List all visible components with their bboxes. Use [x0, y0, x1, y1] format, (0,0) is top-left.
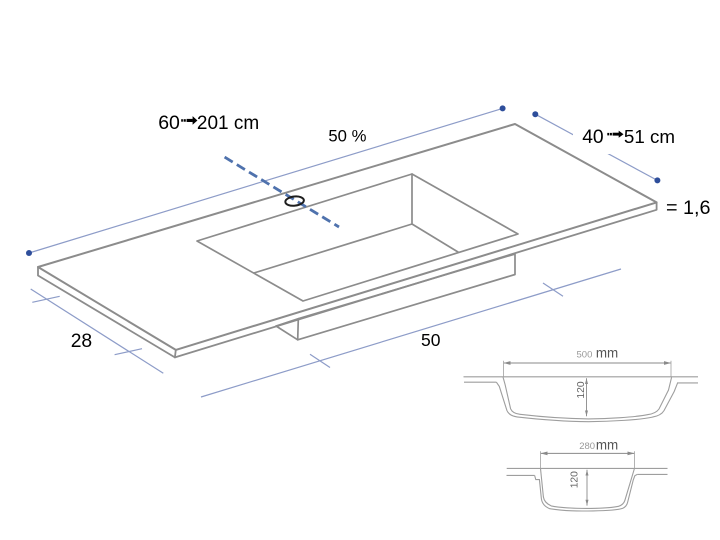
svg-text:60: 60 [158, 112, 180, 134]
svg-text:50: 50 [421, 330, 441, 350]
svg-text:280: 280 [579, 441, 595, 452]
svg-text:201 cm: 201 cm [197, 113, 259, 134]
svg-text:28: 28 [71, 331, 92, 352]
svg-text:120: 120 [570, 471, 581, 488]
svg-text:mm: mm [596, 438, 618, 453]
svg-text:= 1,6: = 1,6 [666, 197, 711, 219]
svg-text:120: 120 [576, 381, 587, 398]
svg-text:51 cm: 51 cm [624, 126, 675, 147]
svg-text:50 %: 50 % [328, 127, 366, 146]
svg-text:500: 500 [577, 349, 593, 360]
svg-text:mm: mm [596, 346, 618, 361]
svg-text:40: 40 [582, 127, 603, 148]
